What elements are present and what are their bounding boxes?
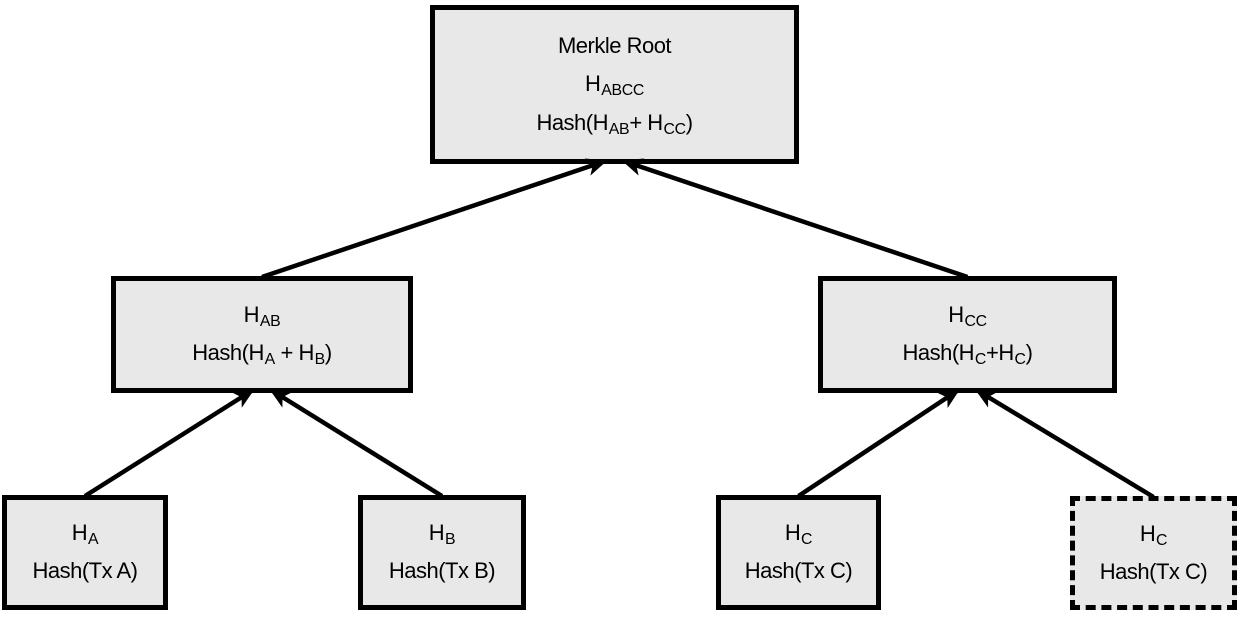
subscript-text: CC xyxy=(663,120,686,138)
node-text-line: HAB xyxy=(243,302,281,331)
edge-h-c-dup-to-h-cc xyxy=(974,388,1155,499)
subscript-text: B xyxy=(444,531,456,549)
edge-h-cc-to-root xyxy=(621,158,969,280)
text-segment: Hash(Tx C) xyxy=(1099,558,1208,584)
subscript-text: AB xyxy=(608,120,630,138)
subscript-text: B xyxy=(314,350,326,368)
text-segment: Hash(H xyxy=(192,340,264,365)
text-segment: Hash(H xyxy=(536,109,609,135)
text-segment: +H xyxy=(986,340,1014,365)
node-text-line: HA xyxy=(71,520,99,549)
text-segment: H xyxy=(1139,520,1156,546)
text-segment: H xyxy=(71,520,88,546)
node-text-line: Hash(HA + HB) xyxy=(192,340,332,368)
text-segment: ) xyxy=(324,340,332,365)
text-segment: Hash(Tx A) xyxy=(32,558,138,583)
node-hash-tx-c-duplicate: HC Hash(Tx C) xyxy=(1070,496,1237,610)
subscript-text: ABCC xyxy=(601,81,644,99)
text-segment: H xyxy=(585,71,601,97)
edge-h-a-to-h-ab xyxy=(83,388,255,498)
subscript-text: CC xyxy=(964,313,987,331)
subscript-text: AB xyxy=(259,313,281,331)
node-text-line: Merkle Root xyxy=(557,32,672,59)
edge-h-c-to-h-cc xyxy=(797,388,961,498)
text-segment: ) xyxy=(1025,340,1033,365)
subscript-text: C xyxy=(801,531,813,549)
node-text-line: HABCC xyxy=(585,71,644,99)
text-segment: ) xyxy=(685,109,693,135)
node-text-line: Hash(Tx C) xyxy=(1099,558,1208,585)
text-segment: H xyxy=(428,520,445,546)
subscript-text: A xyxy=(264,350,276,368)
edge-h-b-to-h-ab xyxy=(269,388,444,498)
text-segment: Hash(H xyxy=(902,340,975,365)
node-text-line: HC xyxy=(1139,520,1168,549)
text-segment: + H xyxy=(274,340,315,365)
edge-h-ab-to-root xyxy=(261,158,608,280)
node-hash-tx-a: HA Hash(Tx A) xyxy=(2,495,168,610)
text-segment: H xyxy=(784,520,801,546)
text-segment: Hash(Tx C) xyxy=(744,558,853,583)
node-text-line: Hash(Tx C) xyxy=(744,558,853,584)
subscript-text: A xyxy=(87,531,99,549)
text-segment: Hash(Tx B) xyxy=(388,558,496,583)
node-hash-tx-c: HC Hash(Tx C) xyxy=(716,495,881,610)
text-segment: Merkle Root xyxy=(557,32,672,58)
node-text-line: HB xyxy=(428,520,456,549)
text-segment: + H xyxy=(629,109,663,135)
node-text-line: Hash(HAB+ HCC) xyxy=(536,109,693,138)
node-text-line: HC xyxy=(784,520,813,549)
text-segment: H xyxy=(243,302,260,328)
subscript-text: C xyxy=(1156,531,1168,549)
node-text-line: Hash(HC+HC) xyxy=(902,340,1033,368)
node-text-line: HCC xyxy=(948,302,987,331)
node-text-line: Hash(Tx B) xyxy=(388,558,496,584)
subscript-text: C xyxy=(974,350,986,368)
node-hash-tx-b: HB Hash(Tx B) xyxy=(358,495,526,610)
node-text-line: Hash(Tx A) xyxy=(32,558,138,584)
subscript-text: C xyxy=(1014,350,1026,368)
text-segment: H xyxy=(948,302,964,328)
